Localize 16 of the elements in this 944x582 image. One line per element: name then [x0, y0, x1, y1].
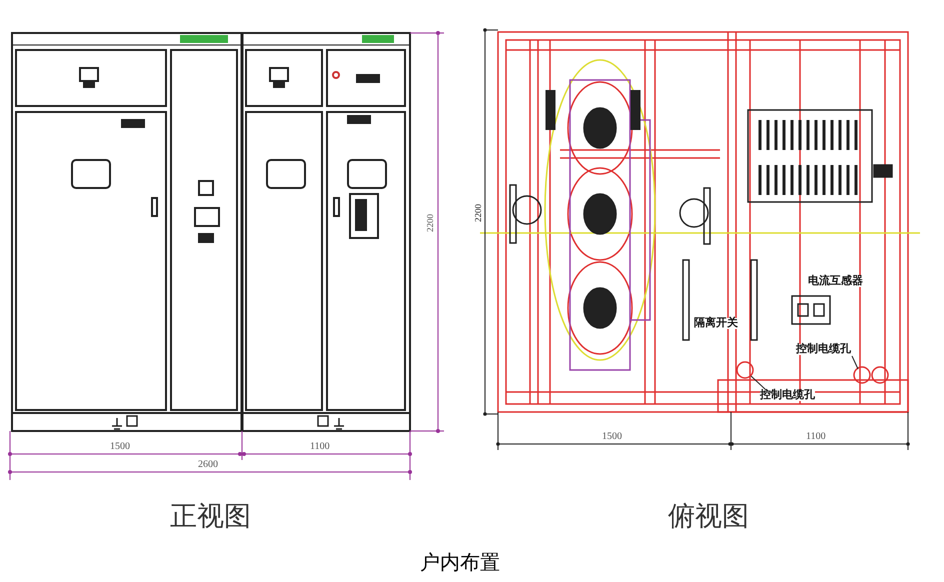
- dimension-value: 2600: [198, 460, 218, 470]
- part-label: 电流互感器: [808, 276, 863, 287]
- dimension-value: 1500: [110, 442, 130, 452]
- caption: 户内布置: [420, 553, 500, 573]
- dimension-value: 1500: [602, 432, 622, 442]
- dimension-value: 1100: [806, 432, 826, 442]
- part-label: 控制电缆孔: [796, 344, 851, 355]
- view-title: 正视图: [170, 503, 251, 530]
- part-label: 隔离开关: [694, 318, 738, 329]
- dimension-value: 2200: [426, 214, 435, 232]
- leader-line: [750, 376, 766, 390]
- dimension-value: 1100: [310, 442, 330, 452]
- leader-line: [852, 356, 858, 370]
- view-title: 俯视图: [668, 503, 749, 530]
- part-label: 控制电缆孔: [760, 390, 815, 401]
- dimension-value: 2200: [474, 204, 483, 222]
